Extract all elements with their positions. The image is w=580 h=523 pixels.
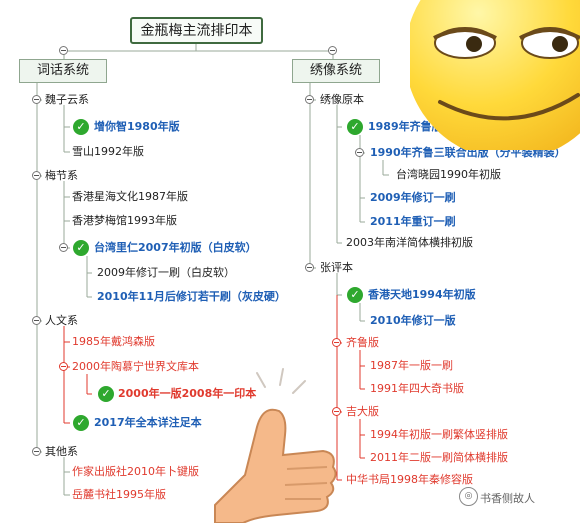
group-label-qita[interactable]: 其他系 <box>45 445 78 458</box>
edition-node[interactable]: 中华书局1998年秦修容版 <box>346 473 473 486</box>
edition-node[interactable]: 作家出版社2010年卜键版 <box>72 465 199 478</box>
edition-node[interactable]: 台湾里仁2007年初版（白皮软） <box>94 241 257 254</box>
branch-left-label: 词话系统 <box>36 63 89 78</box>
check-icon: ✓ <box>73 119 89 135</box>
group-label-renwen[interactable]: 人文系 <box>45 314 78 327</box>
collapse-toggle[interactable] <box>305 263 314 272</box>
thumbs-up-icon <box>214 368 337 523</box>
collapse-toggle-right[interactable] <box>328 46 337 55</box>
check-icon: ✓ <box>347 119 363 135</box>
edition-node[interactable]: 吉大版 <box>346 405 379 418</box>
watermark-text: 书香侧故人 <box>480 492 535 505</box>
collapse-toggle[interactable] <box>305 95 314 104</box>
edition-node[interactable]: 香港梦梅馆1993年版 <box>72 214 177 227</box>
branch-right-node[interactable]: 绣像系统 <box>292 59 380 83</box>
edition-node[interactable]: 齐鲁版 <box>346 336 379 349</box>
group-label-zhangping[interactable]: 张评本 <box>320 261 353 274</box>
edition-node[interactable]: 1985年戴鸿森版 <box>72 335 155 348</box>
collapse-toggle[interactable] <box>32 447 41 456</box>
edition-node[interactable]: 香港星海文化1987年版 <box>72 190 188 203</box>
edition-node[interactable]: 2009年修订一刷 <box>370 191 456 204</box>
edition-node[interactable]: 2010年11月后修订若干刷（灰皮硬） <box>97 290 286 303</box>
collapse-toggle[interactable] <box>32 95 41 104</box>
watermark-logo-icon: ◎ <box>459 487 478 506</box>
edition-node[interactable]: 2000年陶慕宁世界文库本 <box>72 360 199 373</box>
edition-node[interactable]: 2000年一版2008年一印本 <box>118 387 257 400</box>
collapse-toggle[interactable] <box>59 243 68 252</box>
collapse-toggle[interactable] <box>332 407 341 416</box>
check-icon: ✓ <box>98 386 114 402</box>
edition-node[interactable]: 雪山1992年版 <box>72 145 144 158</box>
edition-node[interactable]: 2009年修订一刷（白皮软） <box>97 266 235 279</box>
collapse-toggle[interactable] <box>32 171 41 180</box>
collapse-toggle[interactable] <box>355 148 364 157</box>
edition-node[interactable]: 2011年重订一刷 <box>370 215 456 228</box>
group-label-weiziyun[interactable]: 魏子云系 <box>45 93 89 106</box>
edition-node[interactable]: 2010年修订一版 <box>370 314 456 327</box>
edition-node[interactable]: 香港天地1994年初版 <box>368 288 476 301</box>
edition-node[interactable]: 岳麓书社1995年版 <box>72 488 166 501</box>
branch-right-label: 绣像系统 <box>309 63 362 78</box>
edition-node[interactable]: 1994年初版一刷繁体竖排版 <box>370 428 508 441</box>
check-icon: ✓ <box>347 287 363 303</box>
group-label-meijie[interactable]: 梅节系 <box>45 169 78 182</box>
group-label-xiuxiang[interactable]: 绣像原本 <box>320 93 364 106</box>
edition-node[interactable]: 2003年南洋简体横排初版 <box>346 236 473 249</box>
edition-node[interactable]: 1991年四大奇书版 <box>370 382 464 395</box>
collapse-toggle[interactable] <box>59 362 68 371</box>
collapse-toggle[interactable] <box>332 338 341 347</box>
edition-node[interactable]: 台湾晓园1990年初版 <box>396 168 501 181</box>
edition-node[interactable]: 1987年一版一刷 <box>370 359 453 372</box>
edition-node[interactable]: 增你智1980年版 <box>94 120 180 133</box>
check-icon: ✓ <box>73 415 89 431</box>
collapse-toggle-left[interactable] <box>59 46 68 55</box>
root-label: 金瓶梅主流排印本 <box>140 23 253 39</box>
edition-node[interactable]: 2017年全本详注足本 <box>94 416 202 429</box>
edition-node[interactable]: 1989年齐鲁版 <box>368 120 443 133</box>
check-icon: ✓ <box>73 240 89 256</box>
collapse-toggle[interactable] <box>32 316 41 325</box>
branch-left-node[interactable]: 词话系统 <box>19 59 107 83</box>
root-node[interactable]: 金瓶梅主流排印本 <box>130 17 263 44</box>
smirk-emoji-icon <box>410 0 580 150</box>
edition-node[interactable]: 2011年二版一刷简体横排版 <box>370 451 508 464</box>
